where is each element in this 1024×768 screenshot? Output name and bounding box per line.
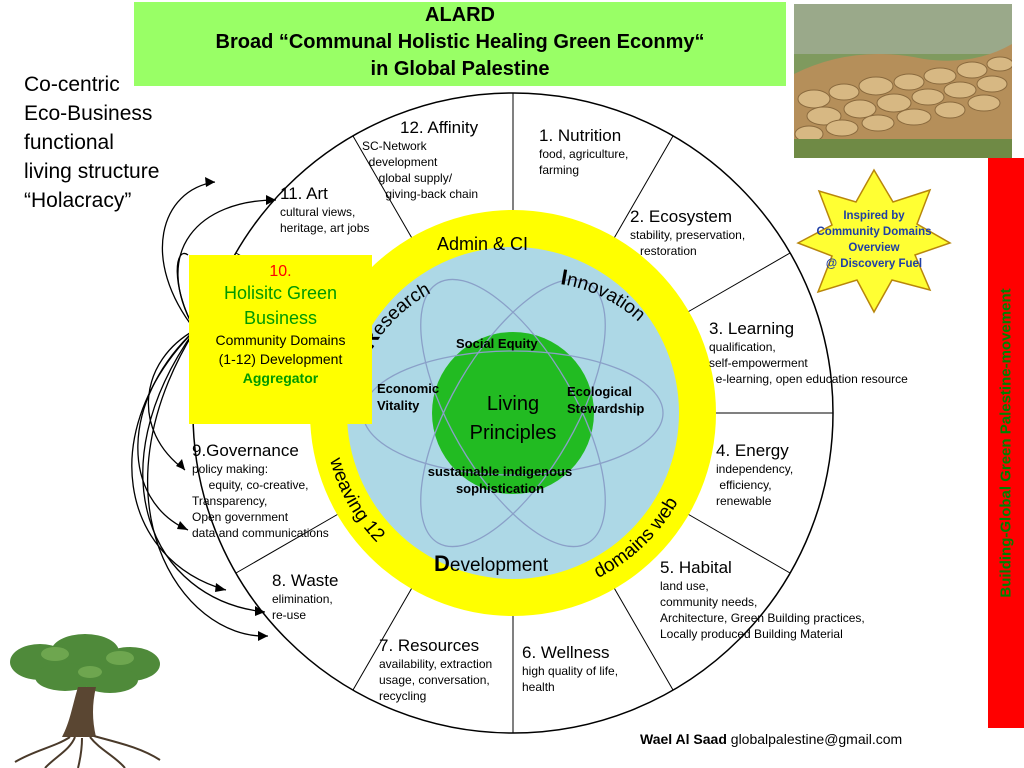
aggregator-sub-2: (1-12) Development bbox=[218, 351, 343, 367]
note-line-4: living structure bbox=[24, 160, 160, 183]
segment-desc: high quality of life, health bbox=[522, 664, 619, 694]
olive-tree-illustration bbox=[10, 634, 161, 768]
segment-art: 11. Art cultural views, heritage, art jo… bbox=[280, 184, 369, 236]
segment-desc: independency, efficiency, renewable bbox=[716, 462, 794, 508]
aggregator-title-1: Holisitc Green bbox=[223, 283, 338, 303]
segment-desc: stability, preservation, restoration bbox=[630, 228, 746, 258]
segment-title: 4. Energy bbox=[716, 441, 789, 460]
segment-affinity: 12. Affinity SC-Network development glob… bbox=[362, 118, 478, 202]
segment-desc: policy making: equity, co-creative, Tran… bbox=[192, 462, 329, 540]
segment-resources: 7. Resources availability, extraction us… bbox=[379, 636, 492, 704]
star-line-2: Community Domains bbox=[816, 226, 932, 238]
green-core bbox=[432, 332, 594, 494]
side-banner-text: Building-Global Green Palestine-movement bbox=[997, 288, 1015, 598]
side-banner: Building-Global Green Palestine-movement bbox=[988, 158, 1024, 728]
sustainable-line-1: sustainable indigenous bbox=[427, 464, 573, 479]
sustainable-label: sustainable indigenous sophistication bbox=[400, 463, 600, 497]
note-line-1: Co-centric bbox=[24, 73, 120, 96]
segment-title: 8. Waste bbox=[272, 571, 339, 590]
note-line-3: functional bbox=[24, 131, 114, 154]
title-line-1: ALARD bbox=[425, 4, 495, 26]
segment-desc: availability, extraction usage, conversa… bbox=[379, 657, 493, 703]
overlap-ellipses bbox=[362, 278, 664, 548]
development-rest: evelopment bbox=[449, 555, 549, 576]
segment-governance: 9.Governance policy making: equity, co-c… bbox=[192, 441, 329, 541]
economic-line-1: Economic bbox=[377, 381, 440, 396]
ecological-line-1: Ecological bbox=[567, 384, 633, 399]
segment-nutrition: 1. Nutrition food, agriculture, farming bbox=[539, 126, 628, 178]
segment-desc: food, agriculture, farming bbox=[539, 147, 629, 177]
segment-habital: 5. Habital land use, community needs, Ar… bbox=[660, 558, 865, 642]
title-line-2: Broad “Communal Holistic Healing Green E… bbox=[215, 31, 705, 53]
aggregator-tag: Aggregator bbox=[242, 370, 319, 386]
segment-waste: 8. Waste elimination, re-use bbox=[272, 571, 338, 623]
star-line-3: Overview bbox=[848, 242, 900, 254]
star-line-4: @ Discovery Fuel bbox=[825, 258, 923, 270]
ecological-line-2: Stewardship bbox=[567, 401, 645, 416]
ecological-stewardship-label: Ecological Stewardship bbox=[567, 383, 644, 417]
aggregator-sub-1: Community Domains bbox=[215, 332, 346, 348]
economic-vitality-label: Economic Vitality bbox=[377, 380, 439, 414]
segment-title: 12. Affinity bbox=[400, 118, 479, 137]
development-label: Development bbox=[434, 551, 548, 577]
title-box: ALARD Broad “Communal Holistic Healing G… bbox=[134, 2, 786, 86]
social-equity-label: Social Equity bbox=[456, 336, 538, 351]
development-initial: D bbox=[434, 551, 450, 576]
segment-desc: SC-Network development global supply/ gi… bbox=[362, 139, 479, 201]
core-line-1: Living bbox=[486, 393, 540, 415]
segment-desc: land use, community needs, Architecture,… bbox=[660, 579, 865, 641]
segment-ecosystem: 2. Ecosystem stability, preservation, re… bbox=[630, 207, 745, 259]
segment-desc: elimination, re-use bbox=[272, 592, 333, 622]
aggregator-title-2: Business bbox=[243, 308, 318, 328]
segment-title: 3. Learning bbox=[709, 319, 795, 338]
core-line-2: Principles bbox=[469, 422, 557, 444]
segment-title: 9.Governance bbox=[192, 441, 299, 460]
title-line-3: in Global Palestine bbox=[370, 58, 550, 80]
author-email: globalpalestine@gmail.com bbox=[730, 731, 903, 747]
segment-title: 2. Ecosystem bbox=[630, 207, 733, 226]
author-credit: Wael Al Saad globalpalestine@gmail.com bbox=[640, 731, 902, 747]
note-line-2: Eco-Business bbox=[24, 102, 153, 125]
aggregator-number: 10. bbox=[269, 263, 292, 280]
aggregator-box: 10. Holisitc Green Business Community Do… bbox=[189, 255, 372, 424]
segment-desc: cultural views, heritage, art jobs bbox=[280, 205, 370, 235]
author-name: Wael Al Saad bbox=[640, 731, 727, 747]
segment-title: 5. Habital bbox=[660, 558, 732, 577]
segment-title: 1. Nutrition bbox=[539, 126, 622, 145]
aggregator-arrows bbox=[131, 181, 277, 637]
economic-line-2: Vitality bbox=[377, 398, 420, 413]
segment-learning: 3. Learning qualification, self-empowerm… bbox=[709, 319, 908, 387]
inspiration-star bbox=[796, 168, 952, 314]
segment-desc: qualification, self-empowerment e-learni… bbox=[709, 340, 908, 386]
admin-ci-label: Admin & CI bbox=[437, 234, 529, 254]
arrow-heads bbox=[176, 177, 276, 641]
segment-title: 11. Art bbox=[280, 184, 328, 203]
segment-title: 6. Wellness bbox=[522, 643, 610, 662]
segment-energy: 4. Energy independency, efficiency, rene… bbox=[716, 441, 793, 509]
star-line-1: Inspired by bbox=[843, 210, 905, 222]
segment-title: 7. Resources bbox=[379, 636, 480, 655]
note-line-5: “Holacracy” bbox=[24, 189, 132, 212]
stone-wall-photo bbox=[794, 4, 1012, 158]
living-principles-label: Living Principles bbox=[443, 390, 583, 448]
holacracy-note: Co-centric Eco-Business functional livin… bbox=[24, 70, 159, 215]
segment-wellness: 6. Wellness high quality of life, health bbox=[522, 643, 618, 695]
star-note: Inspired by Community Domains Overview @… bbox=[812, 208, 936, 272]
sustainable-line-2: sophistication bbox=[455, 481, 545, 496]
